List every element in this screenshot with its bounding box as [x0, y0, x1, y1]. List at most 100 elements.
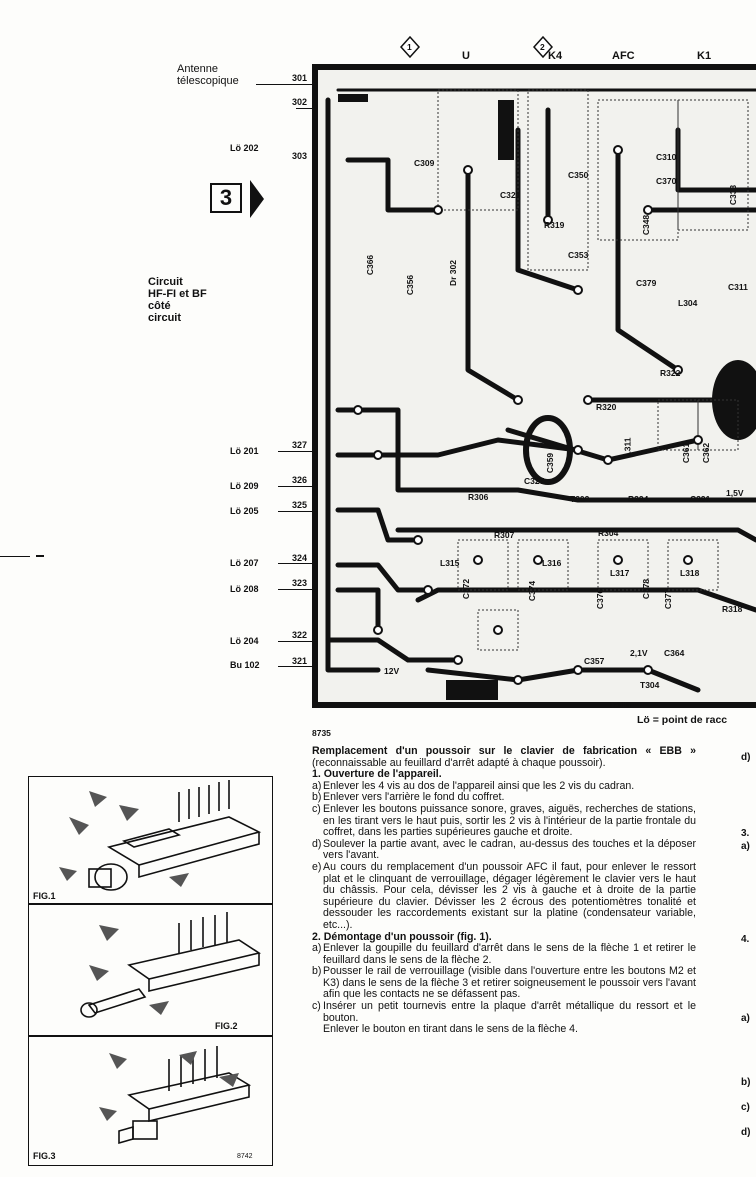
connector-lo201-num: 327: [292, 440, 308, 450]
figure-2-drawing: [80, 912, 262, 1018]
comp-l315: L315: [440, 558, 460, 568]
connector-lo209-num: 326: [292, 475, 308, 485]
margin-dash-2: [36, 555, 44, 557]
comp-c310: C310: [656, 152, 677, 162]
intro-title: Remplacement d'un poussoir sur le clavie…: [312, 745, 696, 757]
section1-item-b: b)Enlever vers l'arrière le fond du coff…: [312, 792, 696, 804]
section1-item-c: c)Enlever les boutons puissance sonore, …: [312, 802, 696, 839]
item-text: Soulever la partie avant, avec le cadran…: [323, 837, 696, 862]
comp-r304: R304: [598, 528, 619, 538]
item-text: Enlever les boutons puissance sonore, gr…: [323, 802, 696, 839]
comp-l311: L311: [622, 437, 633, 457]
comp-c377: C377: [663, 588, 674, 610]
right-col-c: c): [741, 1102, 750, 1113]
intro-rest: (reconnaissable au feuillard d'arrêt ada…: [312, 756, 606, 769]
figure-2-label: FIG.2: [215, 1021, 238, 1031]
item-text: Enlever la goupille du feuillard d'arrêt…: [323, 942, 696, 966]
right-col-b: b): [741, 1077, 751, 1088]
connector-lo205-line: [278, 511, 312, 512]
item-text: Enlever vers l'arrière le fond du coffre…: [323, 791, 505, 804]
comp-c379: C379: [636, 278, 657, 288]
section1-item-a: a)Enlever les 4 vis au dos de l'appareil…: [312, 779, 696, 793]
item-key: c): [312, 1000, 321, 1013]
section2-title: 2. Démontage d'un poussoir (fig. 1).: [312, 930, 492, 943]
section2-item-a: a)Enlever la goupille du feuillard d'arr…: [312, 942, 696, 966]
comp-c321: C321: [500, 190, 521, 200]
connector-lo202-name: Lö 202: [230, 143, 259, 153]
comp-c311: C311: [728, 282, 748, 292]
connector-lo205-name: Lö 205: [230, 506, 259, 516]
section2-item-c: c)Insérer un petit tournevis entre la pl…: [312, 1000, 696, 1024]
voltage-1-5v: 1,5V: [726, 488, 744, 498]
connector-lo209-line: [278, 486, 312, 487]
connector-lo209-name: Lö 209: [230, 481, 259, 491]
connector-lo208-name: Lö 208: [230, 584, 259, 594]
right-col-3: 3.: [741, 828, 750, 839]
right-col-a1: a): [741, 841, 750, 852]
pcb-board: C366 C356 Dr 302 C321 C309 C350 R319 C35…: [312, 64, 756, 710]
connector-lo204-name: Lö 204: [230, 636, 259, 646]
comp-c366: C366: [365, 254, 376, 276]
item-key: e): [312, 860, 322, 873]
comp-t304: T304: [640, 680, 660, 690]
item-text: Insérer un petit tournevis entre la plaq…: [323, 1000, 696, 1024]
header-label-afc: AFC: [612, 50, 635, 62]
connector-lo204-line: [278, 641, 312, 642]
item-text: Enlever les 4 vis au dos de l'appareil a…: [323, 779, 635, 792]
legend-text: Lö = point de racc: [637, 714, 728, 726]
section-arrow-icon: [250, 180, 264, 218]
comp-c359: C359: [545, 452, 556, 474]
comp-r318: R318: [722, 604, 743, 614]
comp-r315: R315: [610, 700, 631, 710]
figure-1-label: FIG.1: [33, 891, 56, 901]
figure-2: FIG.2: [28, 904, 273, 1036]
figure-code: 8742: [237, 1153, 253, 1160]
comp-c353: C353: [568, 250, 589, 260]
figure-1-drawing: [59, 780, 262, 891]
comp-c348: C348: [641, 214, 652, 236]
comp-c333: C333: [728, 184, 739, 206]
comp-t302: T302: [570, 494, 590, 504]
margin-dash: [0, 556, 30, 557]
connector-bu102-num: 321: [292, 656, 308, 666]
section1-item-d: d)Soulever la partie avant, avec le cadr…: [312, 837, 696, 862]
connector-lo208-num: 323: [292, 578, 308, 588]
comp-c350: C350: [568, 170, 589, 180]
item-key: c): [312, 802, 321, 815]
comp-c374: C374: [527, 580, 538, 602]
connector-lo202-num: 303: [292, 151, 308, 161]
comp-c378: C378: [641, 578, 652, 600]
comp-l304: L304: [678, 298, 698, 308]
comp-c309: C309: [414, 158, 435, 168]
item-key: d): [312, 837, 322, 850]
connector-lo207-num: 324: [292, 553, 308, 563]
marker-diamond-2-icon: [533, 36, 553, 58]
comp-dr302: Dr 302: [448, 260, 458, 286]
item-key: b): [312, 965, 322, 978]
right-col-a2: a): [741, 1013, 750, 1024]
item-key: a): [312, 942, 322, 955]
connector-bu102-name: Bu 102: [230, 660, 260, 670]
intro-paragraph: Remplacement d'un poussoir sur le clavie…: [312, 745, 696, 769]
connector-lo207-line: [278, 563, 312, 564]
item-text: Pousser le rail de verrouillage (visible…: [323, 965, 696, 1001]
header-label-k1: K1: [697, 50, 712, 62]
comp-c372: C372: [461, 578, 472, 600]
connector-lo205-num: 325: [292, 500, 308, 510]
header-label-u: U: [462, 50, 470, 62]
section-number-box: 3: [210, 183, 242, 213]
header-label-k4: K4: [548, 50, 563, 62]
connector-bu102-line: [278, 666, 312, 667]
right-col-d1: d): [741, 752, 751, 763]
connector-lo201-line: [278, 451, 312, 452]
marker-diamond-1-icon: [400, 36, 420, 58]
comp-c357: C357: [584, 656, 605, 666]
item-key: b): [312, 791, 322, 804]
comp-r319: R319: [544, 220, 565, 230]
comp-r307: R307: [494, 530, 515, 540]
comp-c362: C362: [701, 442, 712, 464]
right-col-4: 4.: [741, 934, 750, 945]
comp-c361: C361: [681, 442, 692, 464]
marker-1-text: 1: [407, 42, 412, 52]
section1-title: 1. Ouverture de l'appareil.: [312, 768, 442, 781]
